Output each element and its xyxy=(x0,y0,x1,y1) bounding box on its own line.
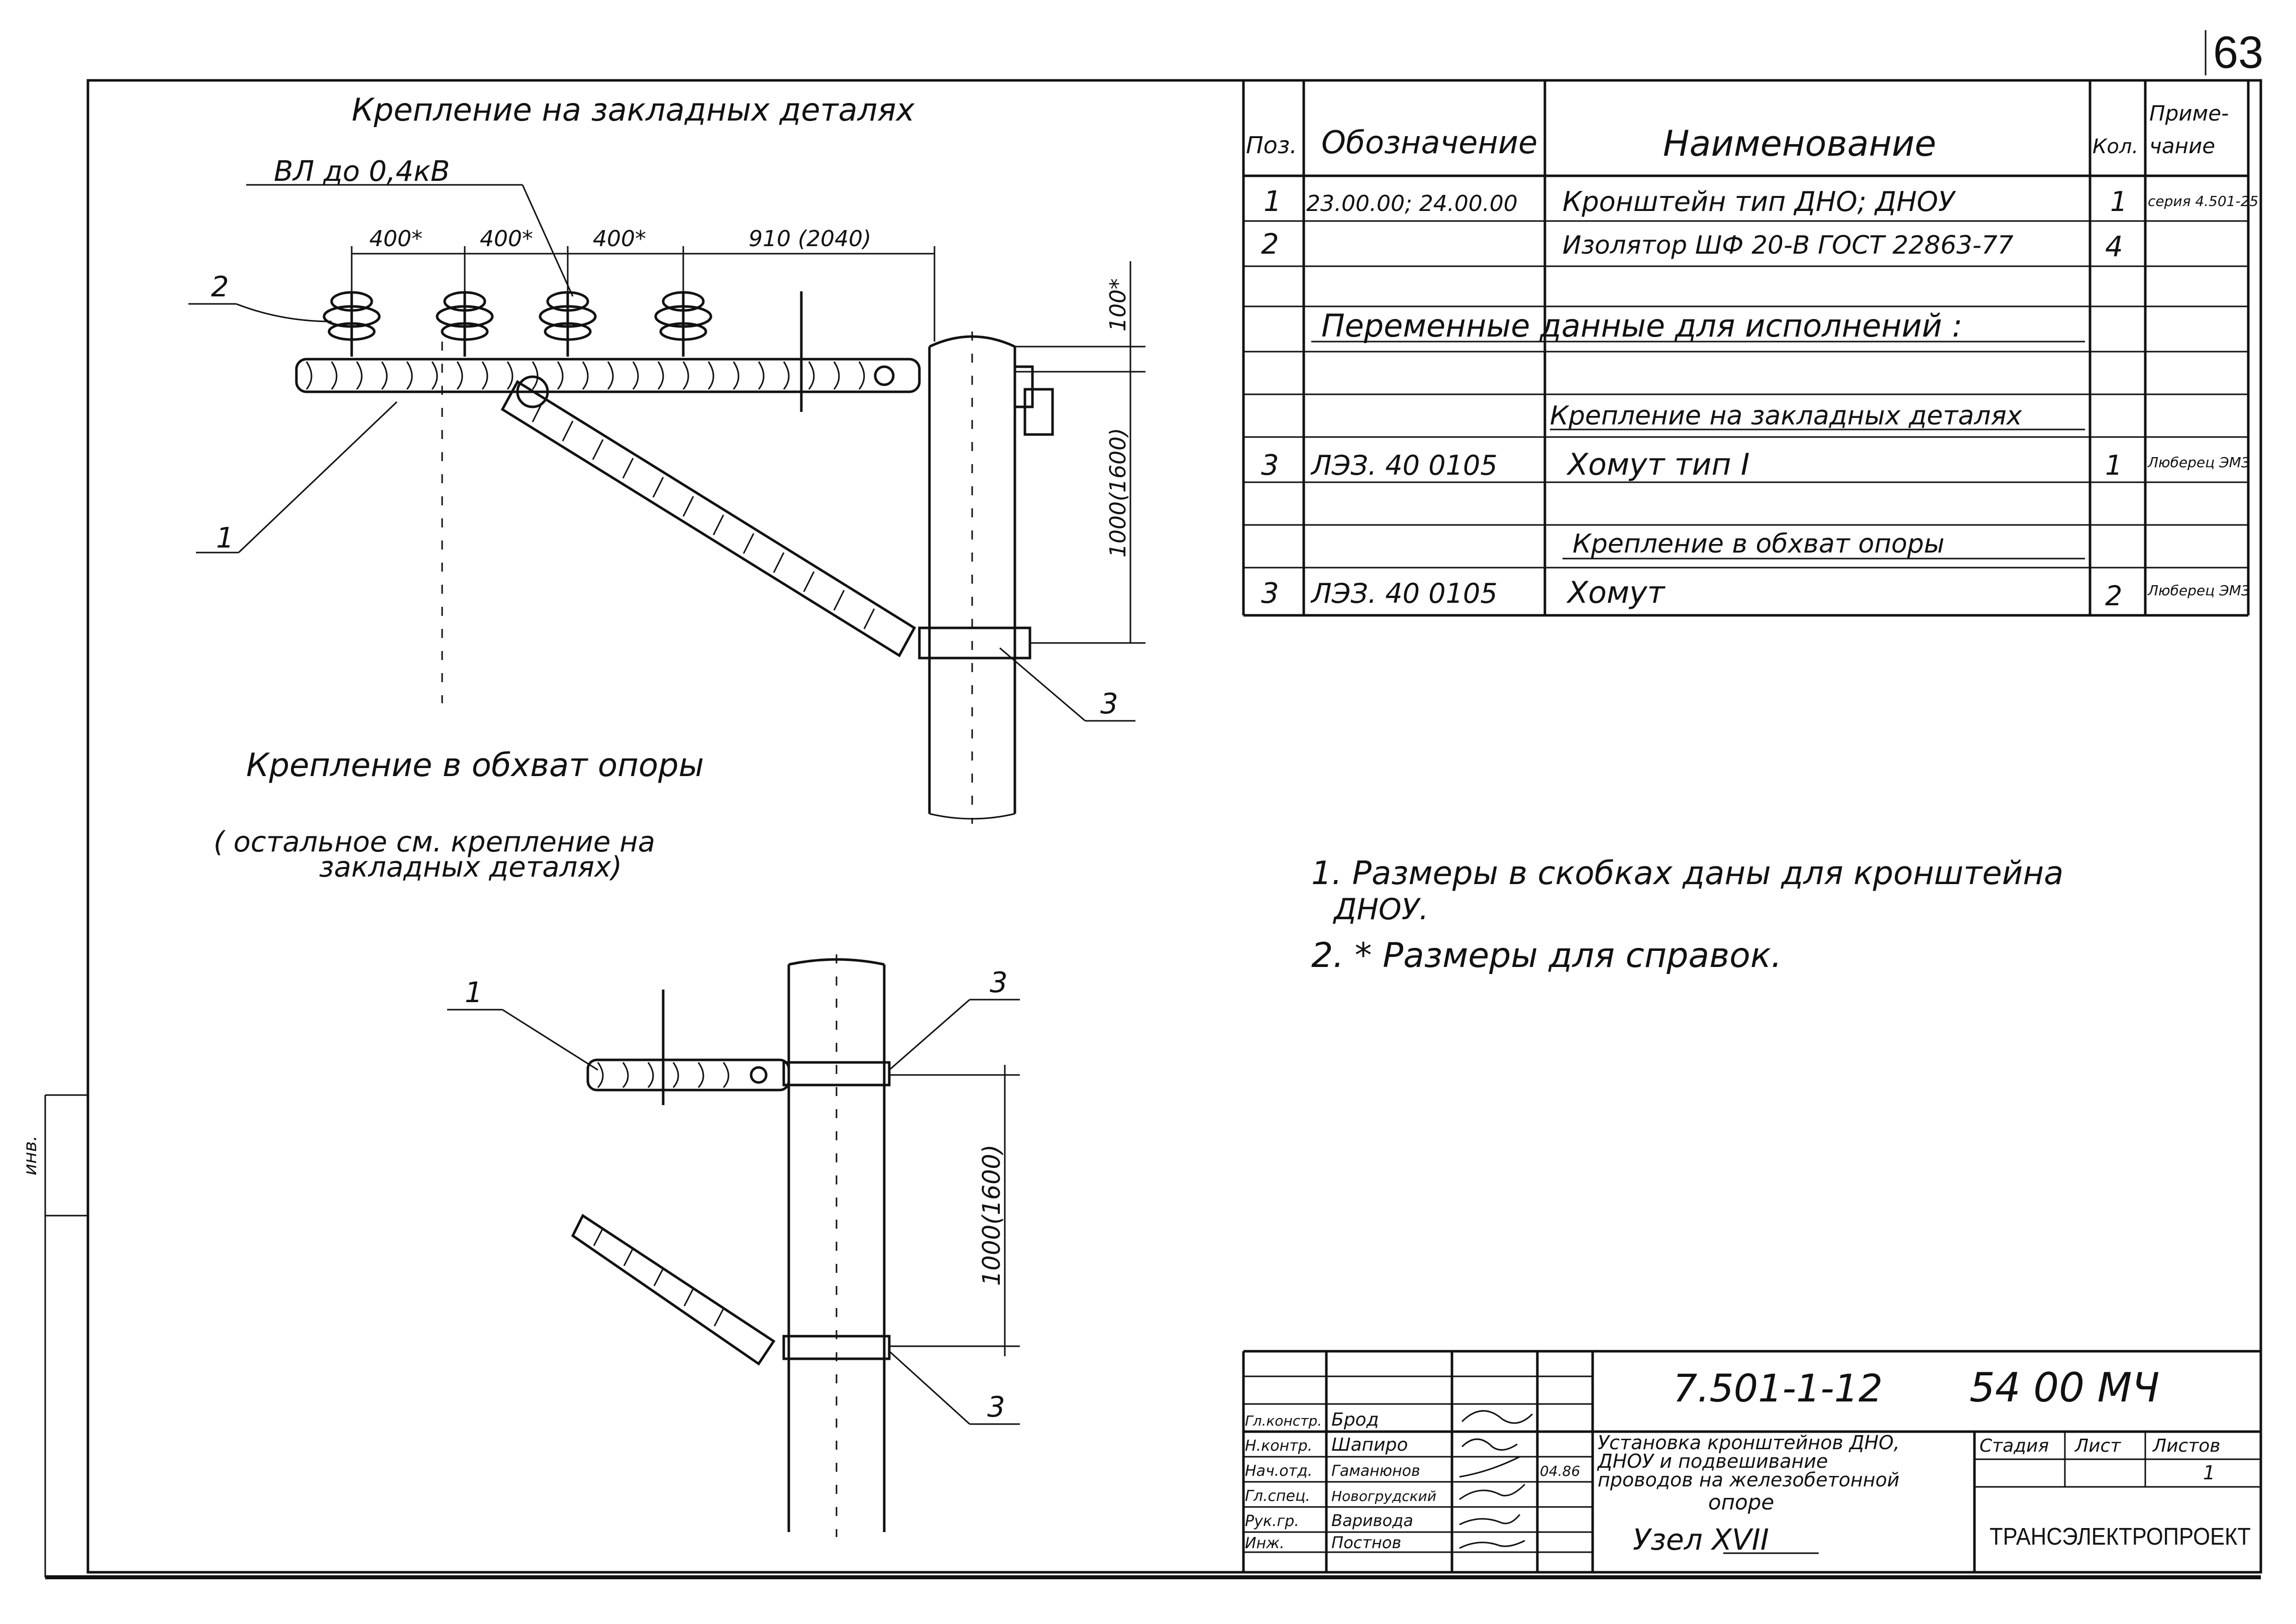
row2-pos: 2 xyxy=(1261,228,1279,261)
row1-pos: 1 xyxy=(1264,185,1282,218)
sub1-name: Хомут тип I xyxy=(1566,447,1750,482)
row2-name: Изолятор ШФ 20-В ГОСТ 22863-77 xyxy=(1562,231,2014,260)
sign-date: 04.86 xyxy=(1540,1463,1580,1479)
description-line-1: Установка кронштейнов ДНО, xyxy=(1598,1432,1900,1454)
second-drawing-subtitle-2: закладных деталях) xyxy=(319,851,622,884)
callout-1-top: 1 xyxy=(216,522,234,555)
row1-name: Кронштейн тип ДНО; ДНОУ xyxy=(1562,186,1956,218)
row1-qty: 1 xyxy=(2110,186,2127,218)
note-2: 2. * Размеры для справок. xyxy=(1311,936,1782,976)
brace-bottom-icon xyxy=(571,1214,891,1366)
row2-qty: 4 xyxy=(2105,231,2123,263)
dim-text-2: 400* xyxy=(480,226,533,252)
sub2-pos: 3 xyxy=(1261,577,1279,610)
callout-1-bottom: 1 xyxy=(465,977,483,1009)
top-drawing-title: Крепление на закладных деталях xyxy=(352,91,915,128)
note-1-line-1: 1. Размеры в скобках даны для кронштейна xyxy=(1311,855,2063,892)
sub1-qty: 1 xyxy=(2105,450,2122,481)
sub2-qty: 2 xyxy=(2105,580,2122,612)
line-voltage-label: ВЛ до 0,4кВ xyxy=(274,155,450,188)
callout-1-leader-2 xyxy=(238,401,398,554)
insulator-4-icon xyxy=(654,291,712,357)
header-designation: Обозначение xyxy=(1321,124,1537,161)
role-2: Н.контр. xyxy=(1245,1437,1312,1455)
header-pos: Поз. xyxy=(1246,132,1297,159)
header-qty: Кол. xyxy=(2093,135,2138,158)
role-3: Нач.отд. xyxy=(1245,1462,1312,1480)
name-1: Брод xyxy=(1331,1410,1379,1430)
col-stage: Стадия xyxy=(1979,1436,2049,1456)
callout-2-curve xyxy=(236,303,332,322)
dim-vertical-bottom-text: 1000(1600) xyxy=(978,1144,1006,1286)
organization-name: ТРАНСЭЛЕКТРОПРОЕКТ xyxy=(1990,1524,2251,1550)
description-line-4: опоре xyxy=(1708,1490,1774,1514)
header-name: Наименование xyxy=(1663,123,1936,164)
name-3: Гаманюнов xyxy=(1331,1462,1420,1480)
header-note-1: Приме- xyxy=(2149,101,2229,126)
doc-code: 7.501-1-12 xyxy=(1673,1366,1883,1411)
callout-3-bottom-a: 3 xyxy=(990,966,1008,999)
sub2-designation: ЛЭЗ. 40 0105 xyxy=(1310,578,1498,609)
section-variable-title: Переменные данные для исполнений : xyxy=(1321,307,1962,344)
page-number: 63 xyxy=(2213,28,2263,78)
role-5: Рук.гр. xyxy=(1245,1512,1299,1530)
second-drawing-subtitle-1: ( остальное см. крепление на xyxy=(214,826,655,858)
callout-3-top: 3 xyxy=(1100,688,1118,720)
signature-marks xyxy=(1459,1410,1533,1549)
spec-table xyxy=(1242,80,2250,617)
dim-text-4: 910 (2040) xyxy=(749,226,871,252)
sub2-name: Хомут xyxy=(1566,575,1666,610)
insulator-2-icon xyxy=(436,291,494,357)
insulator-1-icon xyxy=(323,291,381,357)
callout-3-leader-2 xyxy=(999,647,1086,722)
sub2-note: Люберец ЭМЗ xyxy=(2147,582,2250,599)
description-line-3: проводов на железобетонной xyxy=(1598,1469,1900,1491)
callout-3b-leader-2 xyxy=(888,1350,971,1425)
note-1-line-2: ДНОУ. xyxy=(1332,892,1428,926)
callout-2-top: 2 xyxy=(211,271,229,303)
sub1-designation: ЛЭЗ. 40 0105 xyxy=(1310,450,1498,481)
left-margin-label: инв. xyxy=(20,1135,41,1175)
col-sheets: Листов xyxy=(2152,1436,2220,1456)
crossarm-icon xyxy=(295,358,921,393)
sub1-pos: 3 xyxy=(1261,449,1279,482)
sub1-note: Люберец ЭМЗ xyxy=(2147,454,2250,471)
line-label-leader xyxy=(521,184,574,297)
name-4: Новогрудский xyxy=(1331,1488,1436,1504)
pole-bottom-icon xyxy=(787,954,886,1537)
title-block xyxy=(1242,1350,2261,1572)
dim-text-1: 400* xyxy=(369,226,423,252)
role-6: Инж. xyxy=(1245,1535,1285,1552)
name-2: Шапиро xyxy=(1331,1435,1408,1455)
dim-text-3: 400* xyxy=(593,226,646,252)
dim-vertical-text: 1000(1600) xyxy=(1105,428,1131,558)
crossarm-bottom-icon xyxy=(586,990,891,1105)
name-6: Постнов xyxy=(1331,1533,1401,1552)
insulator-3-icon xyxy=(539,291,597,357)
sheets-value: 1 xyxy=(2203,1462,2215,1484)
name-5: Варивода xyxy=(1331,1511,1413,1530)
sheet-code: 54 00 МЧ xyxy=(1969,1364,2159,1411)
callout-3-bottom-b: 3 xyxy=(987,1391,1005,1424)
dim-small-text: 100* xyxy=(1105,278,1131,332)
callout-1-bottom-leader-2 xyxy=(502,1009,598,1071)
brace-icon xyxy=(500,375,916,658)
row1-note: серия 4.501-25 xyxy=(2148,193,2258,209)
col-sheet: Лист xyxy=(2074,1436,2121,1456)
description-line-2: ДНОУ и подвешивание xyxy=(1597,1450,1828,1472)
callout-3a-leader-2 xyxy=(889,999,970,1071)
sub2-title: Крепление в обхват опоры xyxy=(1573,529,1944,559)
header-note-2: чание xyxy=(2149,134,2215,158)
pole-top-icon xyxy=(918,332,1054,824)
sheet-frame xyxy=(86,79,2262,1574)
row1-designation: 23.00.00; 24.00.00 xyxy=(1306,191,1518,216)
second-drawing-title: Крепление в обхват опоры xyxy=(246,747,704,784)
node-label: Узел XVII xyxy=(1633,1523,1769,1557)
role-1: Гл.констр. xyxy=(1245,1413,1322,1429)
sub1-title: Крепление на закладных деталях xyxy=(1550,401,2023,431)
role-4: Гл.спец. xyxy=(1245,1487,1310,1505)
